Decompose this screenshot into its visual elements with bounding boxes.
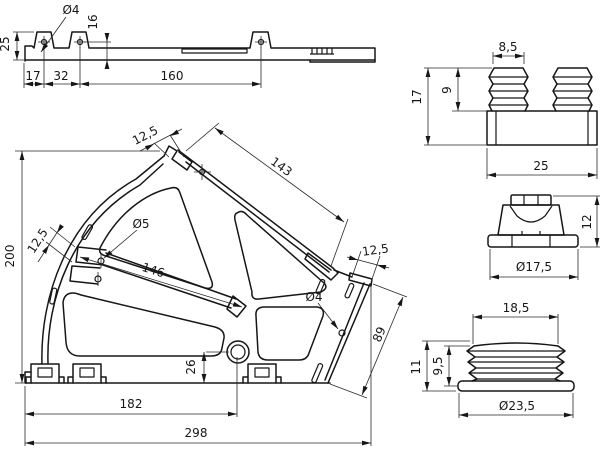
main-top-edge-inner <box>185 161 330 273</box>
side-profile-dim-lines <box>16 16 261 85</box>
main-baseline <box>24 371 331 384</box>
dim-main-143: 143 <box>268 154 295 179</box>
plug-dome <box>473 342 559 347</box>
main-boss-inner <box>230 344 246 360</box>
dim-profile-32: 32 <box>53 69 68 83</box>
grommet-extension-lines <box>489 195 600 280</box>
dim-profile-17: 17 <box>25 69 40 83</box>
grommet-cap <box>510 194 552 206</box>
dim-plug-11: 11 <box>409 359 423 374</box>
grommet-body <box>497 204 565 236</box>
main-boss-outer <box>226 340 250 364</box>
plug-dim-lines <box>426 316 573 416</box>
plug-rib-lines <box>467 350 565 380</box>
main-cutout-lower-left <box>62 292 225 357</box>
dim-profile-160: 160 <box>161 69 184 83</box>
dim-pin-25: 25 <box>533 159 548 173</box>
pin-block-base <box>486 110 598 146</box>
main-cutout-lower-right <box>255 306 325 361</box>
dim-pin-9: 9 <box>440 86 454 94</box>
detail-plug: 18,5 9,5 11 Ø23,5 <box>409 301 575 418</box>
dim-pin-8-5: 8,5 <box>498 40 517 54</box>
side-profile-extension-lines <box>13 31 262 88</box>
grommet-flange <box>487 234 579 248</box>
dim-pin-17: 17 <box>410 89 424 104</box>
grommet-body-detail <box>509 205 553 235</box>
main-extension-lines <box>15 122 408 446</box>
dim-main-89: 89 <box>370 325 389 345</box>
main-strut-clip <box>226 295 247 318</box>
main-feet <box>25 363 282 384</box>
dim-main-hole4: Ø4 <box>305 290 322 304</box>
dim-grommet-dia: Ø17,5 <box>516 260 552 274</box>
detail-grommet: 12 Ø17,5 <box>487 194 600 280</box>
side-profile-holes <box>38 36 267 48</box>
plug-rib-profile <box>466 345 566 382</box>
dim-plug-9-5: 9,5 <box>431 356 445 375</box>
dim-plug-18-5: 18,5 <box>503 301 530 315</box>
dim-main-hole5: Ø5 <box>132 217 149 231</box>
pin-block-post-right <box>552 67 593 112</box>
main-small-holes <box>94 164 346 337</box>
dim-profile-hole-dia: Ø4 <box>62 3 79 17</box>
side-profile-view: Ø4 16 25 17 32 160 <box>0 3 376 88</box>
dim-main-26: 26 <box>184 359 198 374</box>
pin-block-dim-lines <box>427 55 597 176</box>
main-cutout-triangle <box>234 210 327 300</box>
main-top-edge-hook <box>304 252 353 281</box>
dim-main-apex-12-5: 12,5 <box>130 123 160 148</box>
main-outer-arc <box>41 155 165 365</box>
main-inner-arc <box>47 163 164 364</box>
main-strut <box>102 252 237 309</box>
dim-profile-16: 16 <box>86 14 100 29</box>
main-view: 200 12,5 143 Ø5 12,5 146 Ø4 12,5 89 26 1… <box>3 122 408 446</box>
dim-main-200: 200 <box>3 245 17 268</box>
detail-pin-block: 8,5 9 17 25 <box>410 40 598 179</box>
main-slots <box>49 224 355 384</box>
dim-main-right-12-5: 12,5 <box>361 241 389 259</box>
dim-plug-dia: Ø23,5 <box>499 399 535 413</box>
main-left-tabs <box>69 246 107 285</box>
dim-main-298: 298 <box>185 426 208 440</box>
plug-flange <box>457 380 575 392</box>
dim-profile-25: 25 <box>0 36 12 51</box>
plug-extension-lines <box>422 314 574 418</box>
main-right-edge-outer <box>327 283 371 384</box>
pin-block-post-left <box>488 67 529 112</box>
main-cutout-fin <box>98 186 214 290</box>
side-profile-rail <box>181 48 248 54</box>
main-apex-clip <box>163 145 193 171</box>
pin-block-extension-lines <box>424 52 598 179</box>
dim-grommet-12: 12 <box>580 214 594 229</box>
dim-main-146: 146 <box>140 260 166 280</box>
dim-main-182: 182 <box>120 397 143 411</box>
side-profile-teeth <box>310 48 334 55</box>
side-profile-outline <box>24 31 376 63</box>
